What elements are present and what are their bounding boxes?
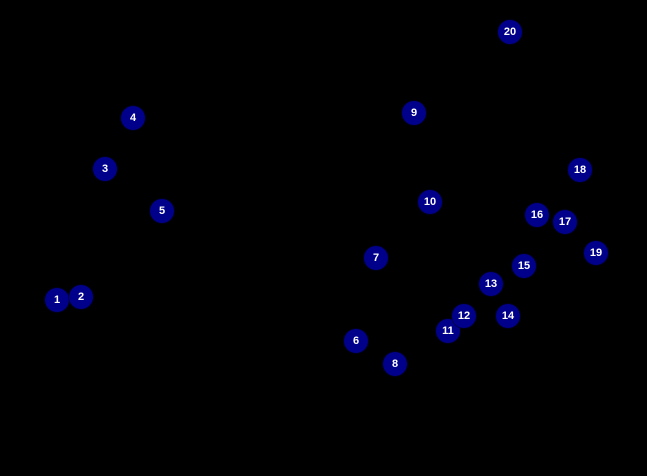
- node-12[interactable]: 12: [452, 304, 476, 328]
- node-20[interactable]: 20: [498, 20, 522, 44]
- node-17[interactable]: 17: [553, 210, 577, 234]
- node-label: 3: [101, 162, 109, 175]
- node-14[interactable]: 14: [496, 304, 520, 328]
- node-4[interactable]: 4: [121, 106, 145, 130]
- node-13[interactable]: 13: [479, 272, 503, 296]
- node-label: 2: [77, 290, 85, 303]
- node-label: 9: [410, 106, 418, 119]
- node-5[interactable]: 5: [150, 199, 174, 223]
- node-label: 8: [391, 357, 399, 370]
- node-label: 20: [503, 25, 517, 38]
- node-label: 16: [530, 208, 544, 221]
- node-6[interactable]: 6: [344, 329, 368, 353]
- node-9[interactable]: 9: [402, 101, 426, 125]
- node-15[interactable]: 15: [512, 254, 536, 278]
- node-label: 7: [372, 251, 380, 264]
- node-label: 6: [352, 334, 360, 347]
- node-18[interactable]: 18: [568, 158, 592, 182]
- node-3[interactable]: 3: [93, 157, 117, 181]
- node-2[interactable]: 2: [69, 285, 93, 309]
- node-label: 15: [517, 259, 531, 272]
- node-label: 13: [484, 277, 498, 290]
- node-19[interactable]: 19: [584, 241, 608, 265]
- node-7[interactable]: 7: [364, 246, 388, 270]
- node-8[interactable]: 8: [383, 352, 407, 376]
- node-label: 12: [457, 309, 471, 322]
- node-10[interactable]: 10: [418, 190, 442, 214]
- node-label: 5: [158, 204, 166, 217]
- node-label: 14: [501, 309, 515, 322]
- node-label: 17: [558, 215, 572, 228]
- node-1[interactable]: 1: [45, 288, 69, 312]
- node-label: 1: [53, 293, 61, 306]
- node-label: 4: [129, 111, 137, 124]
- node-label: 11: [442, 324, 454, 337]
- node-label: 10: [423, 195, 437, 208]
- node-16[interactable]: 16: [525, 203, 549, 227]
- node-label: 19: [589, 246, 603, 259]
- node-label: 18: [573, 163, 587, 176]
